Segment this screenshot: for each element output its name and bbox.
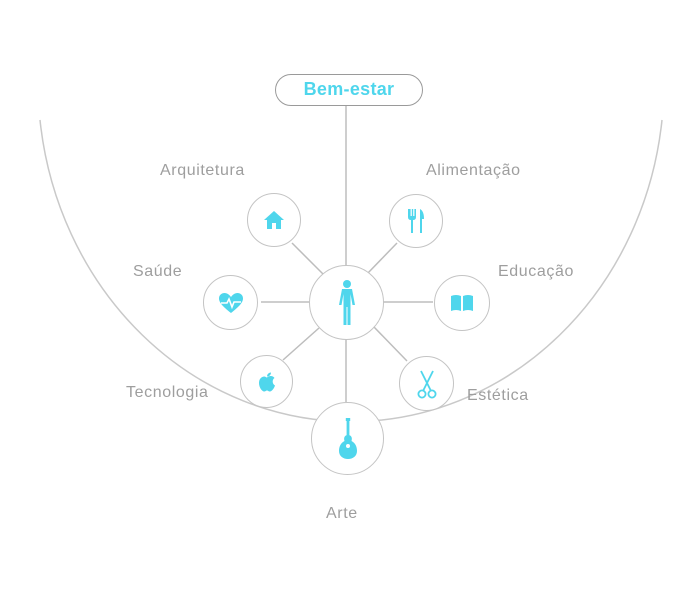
node-saude bbox=[203, 275, 258, 330]
scissors-icon bbox=[417, 370, 436, 398]
node-educacao bbox=[434, 275, 490, 331]
heart-pulse-icon bbox=[218, 292, 243, 313]
node-alimentacao bbox=[389, 194, 443, 248]
connector-alimentacao bbox=[366, 242, 398, 275]
apple-icon bbox=[258, 372, 275, 391]
connector-arquitetura bbox=[291, 242, 326, 277]
guitar-icon bbox=[338, 417, 357, 459]
human-figure-icon bbox=[338, 279, 355, 325]
label-tecnologia: Tecnologia bbox=[126, 384, 209, 401]
node-tecnologia bbox=[240, 355, 293, 408]
label-estetica: Estética bbox=[467, 387, 529, 404]
connector-estetica bbox=[373, 326, 408, 362]
node-arte bbox=[311, 402, 384, 475]
node-estetica bbox=[399, 356, 454, 411]
fork-knife-icon bbox=[408, 209, 424, 233]
label-arquitetura: Arquitetura bbox=[160, 162, 245, 179]
connector-tecnologia bbox=[282, 327, 320, 361]
label-arte: Arte bbox=[326, 505, 358, 522]
center-node bbox=[309, 265, 384, 340]
label-alimentacao: Alimentação bbox=[426, 162, 521, 179]
label-saude: Saúde bbox=[133, 263, 183, 280]
node-arquitetura bbox=[247, 193, 301, 247]
label-educacao: Educação bbox=[498, 263, 574, 280]
house-icon bbox=[264, 211, 284, 229]
open-book-icon bbox=[451, 295, 473, 311]
title-pill: Bem-estar bbox=[275, 74, 423, 106]
